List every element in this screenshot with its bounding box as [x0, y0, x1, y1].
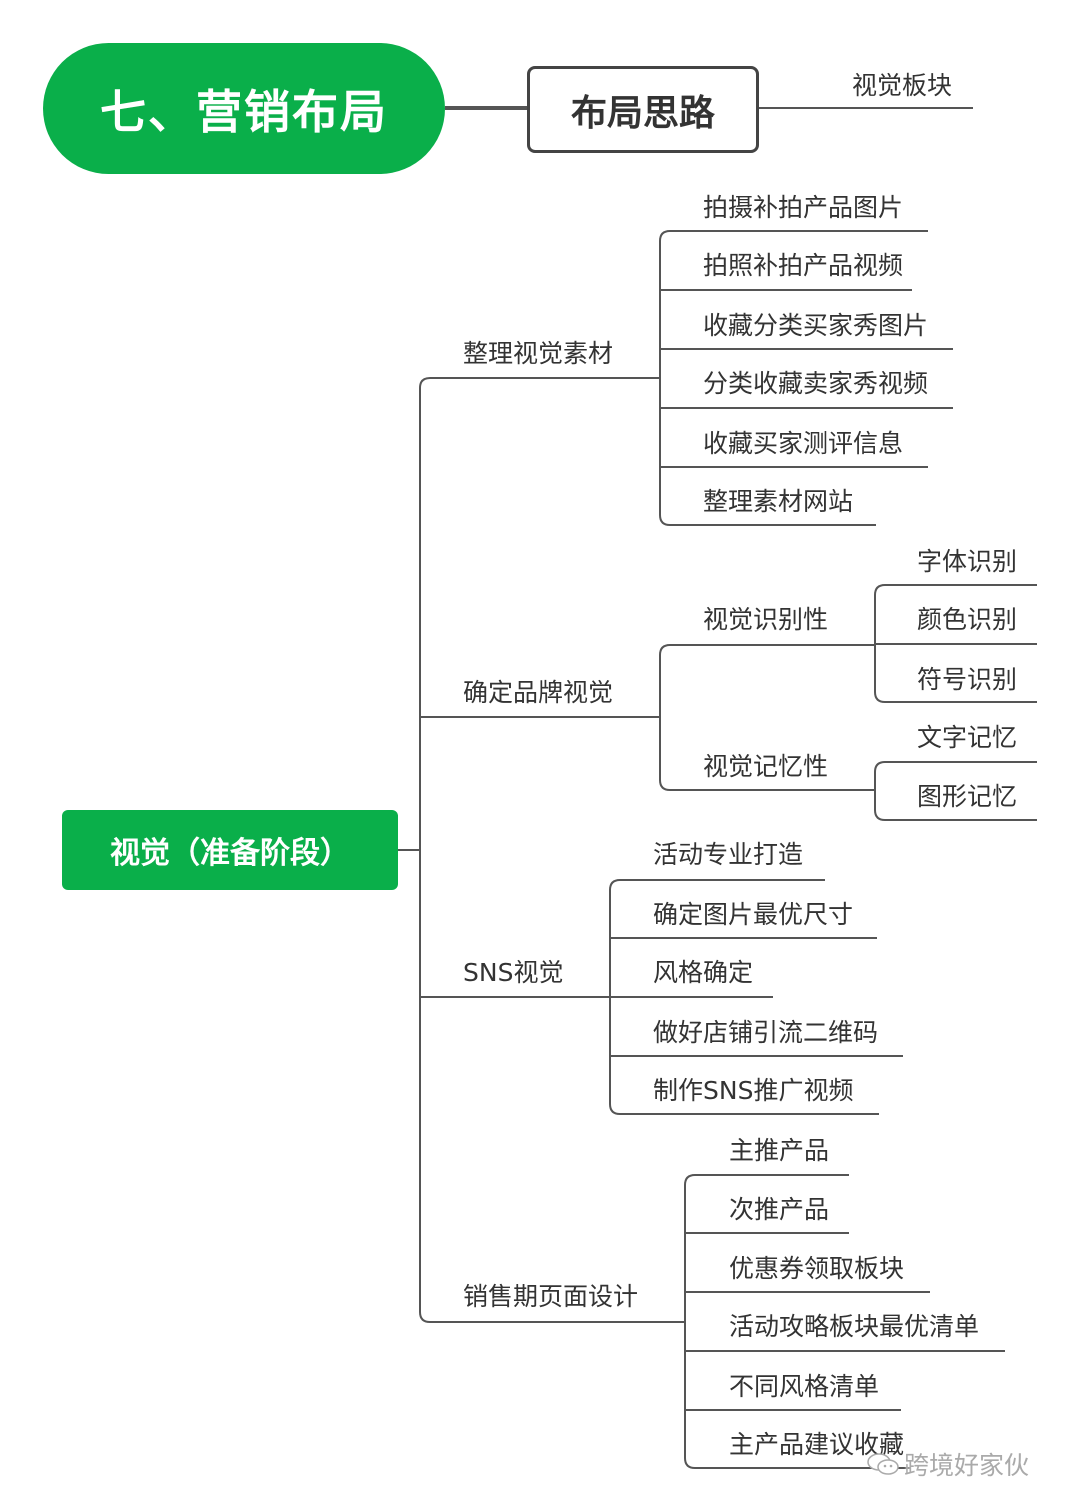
leaf-label: 主推产品	[729, 1136, 830, 1165]
leaf-label: 不同风格清单	[729, 1372, 880, 1401]
leaf-label: 收藏分类买家秀图片	[703, 311, 929, 340]
watermark: 跨境好家伙	[866, 1446, 1029, 1482]
leaf-label: 分类收藏卖家秀视频	[703, 369, 929, 398]
leaf-label: 制作SNS推广视频	[653, 1076, 854, 1105]
idea-node: 布局思路	[527, 66, 759, 153]
branch-label: 确定品牌视觉	[463, 678, 614, 707]
wechat-icon	[867, 1453, 899, 1475]
title-node: 七、营销布局	[43, 43, 445, 174]
leaf-label: 次推产品	[729, 1195, 830, 1224]
group-label: 视觉记忆性	[703, 752, 829, 781]
leaf-label: 符号识别	[917, 665, 1018, 694]
idea-child-label: 视觉板块	[852, 71, 953, 100]
leaf-label: 拍摄补拍产品图片	[703, 193, 904, 222]
bracket-1	[659, 230, 928, 526]
leaf-label: 收藏买家测评信息	[703, 429, 904, 458]
leaf-label: 确定图片最优尺寸	[653, 900, 854, 929]
root-node: 视觉（准备阶段）	[62, 810, 398, 890]
leaf-label: 活动攻略板块最优清单	[729, 1312, 980, 1341]
branch-label: 整理视觉素材	[463, 339, 614, 368]
group-label: 视觉识别性	[703, 605, 829, 634]
leaf-label: 文字记忆	[917, 723, 1018, 752]
leaf-label: 拍照补拍产品视频	[703, 251, 904, 280]
watermark-text: 跨境好家伙	[904, 1451, 1030, 1480]
leaf-label: 颜色识别	[917, 605, 1018, 634]
leaf-label: 整理素材网站	[703, 487, 854, 516]
leaf-label: 优惠券领取板块	[729, 1254, 905, 1283]
trunk-bracket	[419, 377, 685, 1323]
leaf-label: 风格确定	[653, 958, 754, 987]
bracket-2b	[874, 761, 1037, 821]
leaf-label: 图形记忆	[917, 782, 1018, 811]
leaf-label: 字体识别	[917, 547, 1018, 576]
bracket-2	[659, 644, 875, 791]
leaf-label: 做好店铺引流二维码	[653, 1018, 879, 1047]
leaf-label: 活动专业打造	[653, 840, 804, 869]
branch-label: 销售期页面设计	[463, 1282, 639, 1311]
branch-label: SNS视觉	[463, 958, 564, 987]
bracket-4	[684, 1174, 910, 1469]
